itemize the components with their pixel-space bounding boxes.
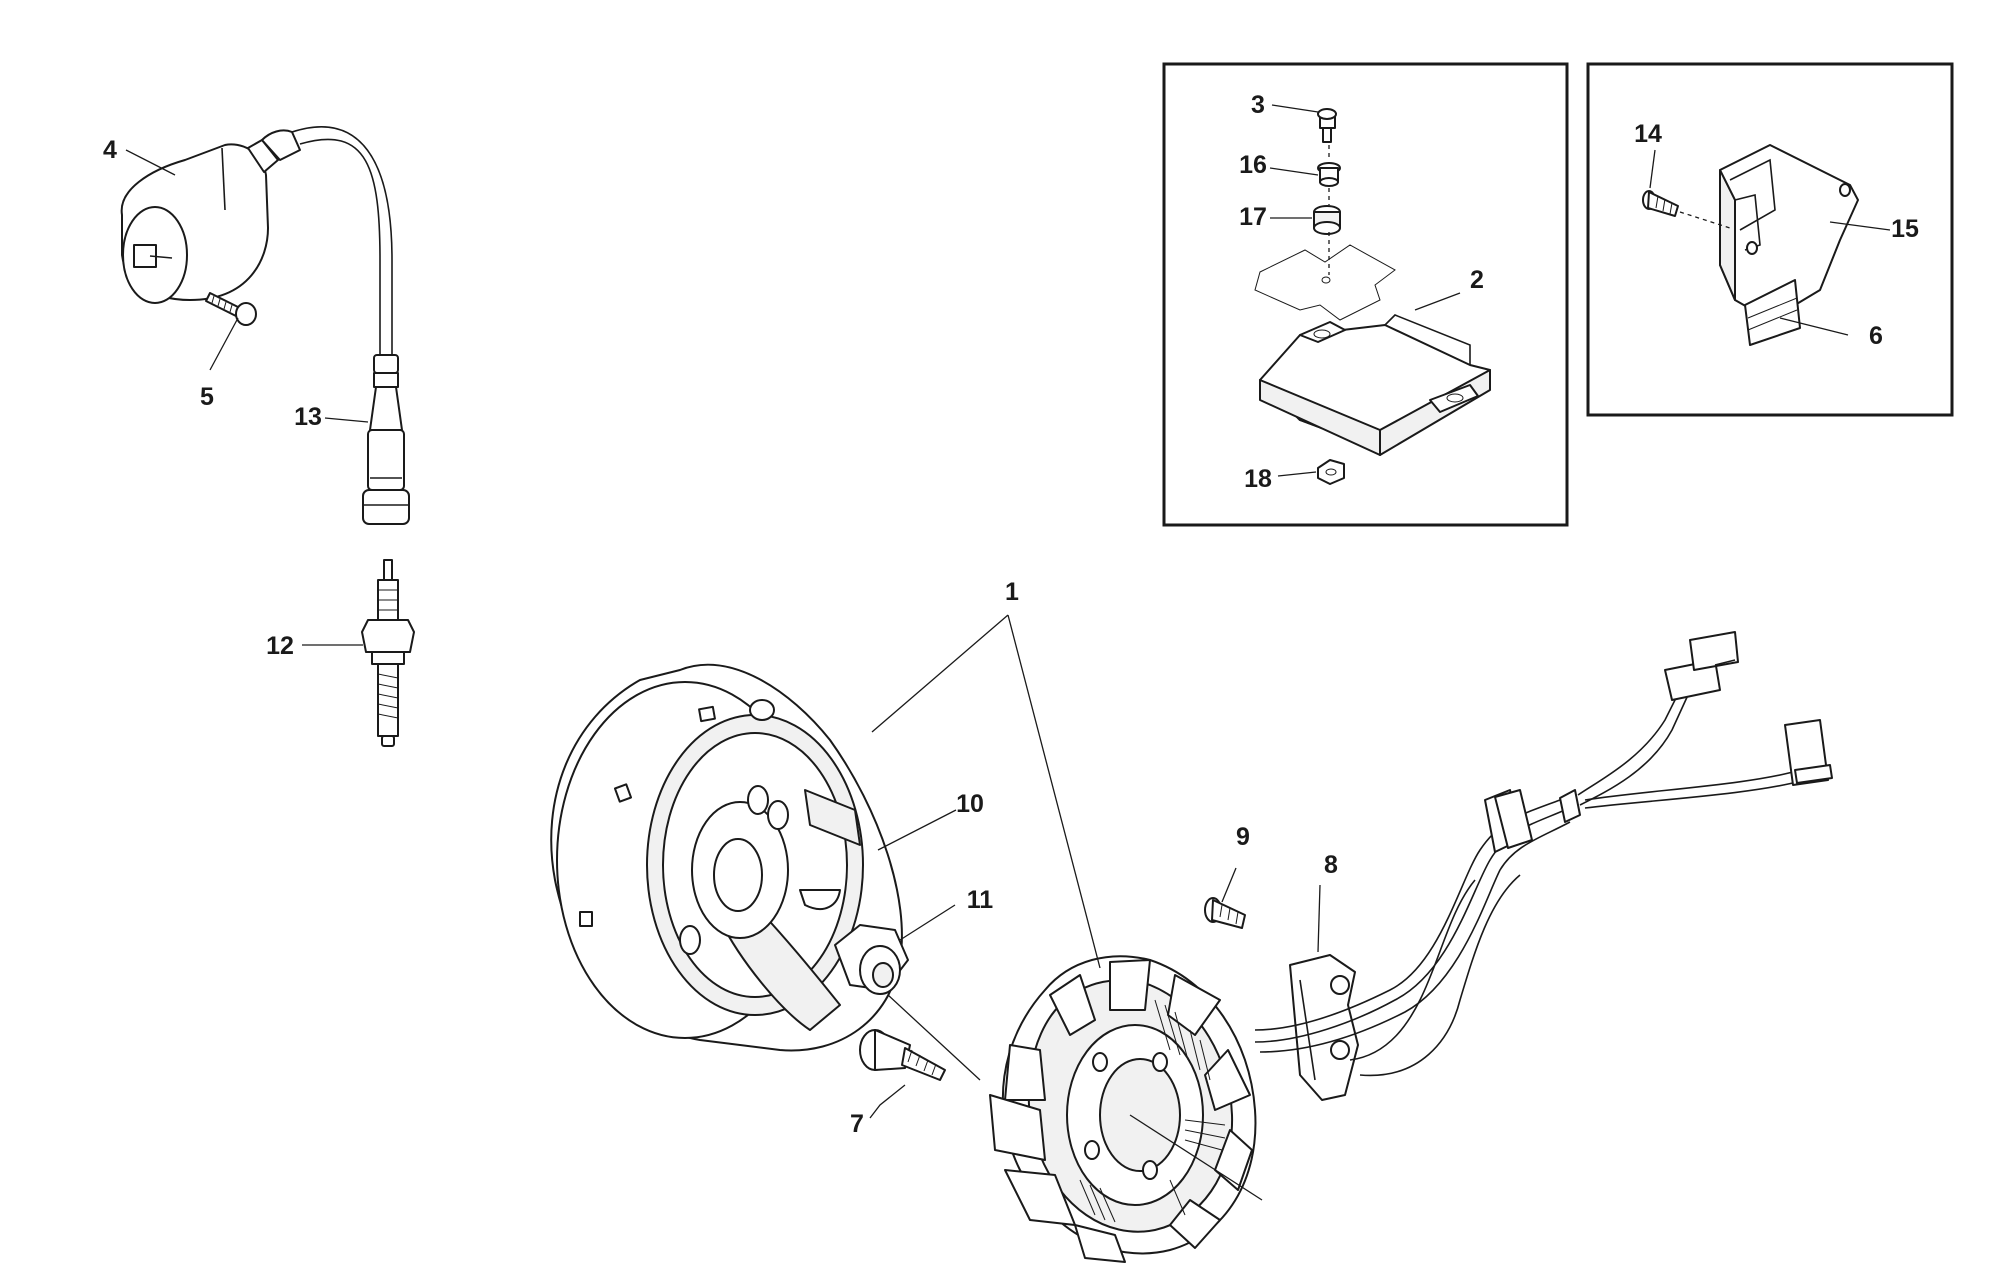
callout-17: 17 (1239, 203, 1267, 231)
ignition-coil (120, 143, 269, 304)
cdi-axis (1679, 211, 1731, 229)
callout-16: 16 (1239, 151, 1267, 179)
regulator-nut (1317, 459, 1345, 485)
ht-lead (247, 126, 393, 360)
spark-plug (361, 559, 415, 747)
callout-9: 9 (1236, 823, 1250, 851)
stator (989, 955, 1257, 1263)
regulator-screw (1317, 108, 1337, 143)
spark-plug-cap (362, 354, 410, 525)
regulator-gasket (1254, 244, 1396, 321)
callout-6: 6 (1869, 322, 1883, 350)
callout-4: 4 (103, 136, 117, 164)
leader-lines (125, 104, 1891, 1201)
pickup-screw (1204, 897, 1246, 929)
coil-screw (205, 292, 257, 326)
callout-14: 14 (1634, 120, 1662, 148)
regulator-collar (1317, 162, 1341, 187)
regulator-body (1259, 314, 1491, 456)
callout-12: 12 (266, 632, 294, 660)
cdi-unit (1719, 144, 1859, 346)
regulator-grommet (1313, 205, 1341, 235)
cdi-screw (1642, 190, 1679, 217)
pickup-sensor (1289, 954, 1359, 1101)
callout-7: 7 (850, 1110, 864, 1138)
callout-3: 3 (1251, 91, 1265, 119)
callout-11: 11 (967, 886, 994, 914)
callout-13: 13 (294, 403, 322, 431)
callout-8: 8 (1324, 851, 1338, 879)
callout-18: 18 (1244, 465, 1272, 493)
callout-1: 1 (1005, 578, 1019, 606)
stator-bolt (859, 1029, 946, 1081)
cdi-inset-frame (1586, 62, 1954, 417)
flywheel-nut (834, 924, 909, 995)
callout-10: 10 (956, 790, 984, 818)
callout-15: 15 (1891, 215, 1919, 243)
callout-2: 2 (1470, 266, 1484, 294)
callout-5: 5 (200, 383, 214, 411)
flywheel-rotor (550, 663, 903, 1052)
regulator-inset-frame (1162, 62, 1569, 527)
wiring-harness (1254, 631, 1833, 1077)
